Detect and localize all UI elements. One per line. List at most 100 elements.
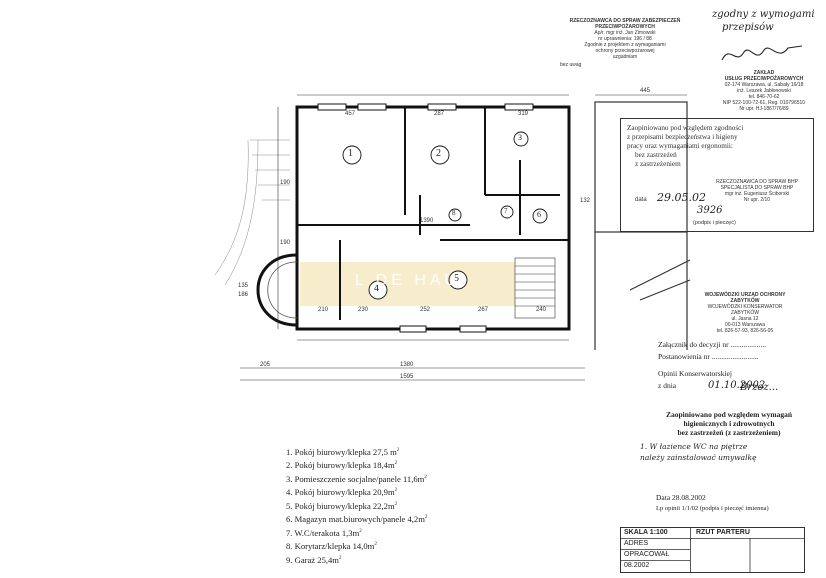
stamp-line: ZABYTKÓW [730,310,760,316]
room-number-8: 8 [452,209,456,217]
legend-item: 8. Korytarz/klepka 14,0m2 [286,539,427,552]
legend-number: 1. [286,446,293,457]
legend-number: 9. [286,554,293,565]
opinion-line: z przepisami bezpieczeństwa i higieny [627,133,738,141]
dim-label: 205 [260,362,271,368]
stamp-line: Nr upr. 2/10 [743,197,771,203]
legend-item: 6. Magazyn mat.biurowych/panele 4,2m2 [286,512,427,525]
sanitary-date: Data 28.08.2002 [656,493,706,502]
legend-sup: 2 [339,555,342,561]
decision-resolution: Postanowienia nr .......................… [658,352,759,361]
stamp-line: WOJEWÓDZKI KONSERWATOR [707,304,783,310]
legend-sup: 2 [394,461,398,467]
stamp-line: SPECJALISTA DO SPRAW BHP [720,185,794,191]
sanitary-note-line: 1. W łazience WC na piętrze [640,442,748,451]
specialist-stamp: RZECZOZNAWCA DO SPRAW BHP SPECJALISTA DO… [705,179,809,203]
stamp-line: WOJEWÓDZKI URZĄD OCHRONY [704,292,786,298]
stamp-line: Zgodnie z projektem z wymaganiami [584,42,666,48]
legend-sup: 2 [396,448,400,453]
legend-number: 4. [286,487,293,498]
legend-item: 9. Garaż 25,4m2 [286,553,427,566]
opinion-line: bez zastrzeżeń [635,151,677,159]
conservator-stamp: WOJEWÓDZKI URZĄD OCHRONY ZABYTKÓW WOJEWÓ… [690,292,800,334]
stamp-line: USŁUG PRZECIWPOŻAROWYCH [724,76,804,82]
legend-text: Pokój biurowy/klepka 22,2m [294,500,395,511]
room-number-5: 5 [454,273,459,284]
bhp-opinion-box: Zaopiniowano pod względem zgodności z pr… [620,118,814,232]
stamp-line: inż. Leszek Jabłonowski [737,88,791,94]
stamp-line: tel. 826-57-93, 826-56-05 [716,328,774,334]
legend-text: Magazyn mat.biurowych/panele 4,2m [294,514,425,525]
stamp-line: PRZECIWPOŻAROWYCH [595,24,655,30]
stamp-line: RZECZOZNAWCA DO SPRAW ZABEZPIECZEŃ [569,18,681,24]
handwritten-line: zgodny z wymogami [712,9,815,20]
stamp-line: 02-174 Warszawa, ul. Sabały 16/18 [724,82,804,88]
legend-number: 3. [286,473,293,484]
legend-item: 1. Pokój biurowy/klepka 27,5 m2 [286,445,427,458]
stamp-line: Nr upr. HJ-1867/76/89 [739,106,789,112]
dim-label: 132 [580,198,591,204]
stamp-footer: bez uwag [560,62,582,68]
stamp-line: ochrony przeciwpożarowej [595,48,655,54]
dim-label: 230 [358,307,369,313]
legend-item: 3. Pomieszczenie socjalne/panele 11,6m2 [286,472,427,485]
stamp-line: ZABYTKÓW [730,298,760,304]
signature-mark [721,45,803,61]
decision-date-value: 01.10.2002 [708,380,766,391]
legend-number: 2. [286,460,293,471]
opinion-data-label: data [635,197,647,203]
dimension-lines [240,94,687,381]
legend-sup: 2 [424,474,427,480]
stamp-line: NIP 522-100-72-61, Reg. 010796510 [722,100,806,106]
dim-label: 252 [420,307,431,313]
stamp-line: ZAKŁAD [753,70,775,76]
legend-item: 7. W.C/terakota 1,3m2 [286,526,427,539]
legend-number: 5. [286,500,293,511]
title-block-date: 08.2002 [624,562,650,569]
decision-signature: Brzoz... [740,382,779,393]
decision-date-label: z dnia [658,381,677,390]
dim-label: 186 [238,292,249,298]
title-block-scale: SKALA 1:100 [624,529,668,536]
sanitary-title-line: higienicznych i zdrowotnych [683,419,775,428]
decision-attachment: Załącznik do decyzji nr ................… [658,340,767,349]
legend-sup: 2 [374,542,377,548]
legend-text: Garaż 25,4m [294,554,339,565]
stairs [514,257,556,319]
lawn-hatch-left [214,139,290,286]
legend-text: Pokój biurowy/klepka 20,9m [294,487,395,498]
room-markers [342,131,548,300]
title-block: SKALA 1:100 RZUT PARTERU ADRES OPRACOWAŁ… [620,527,805,573]
sanitary-title-line: Zaopiniowano pod względem wymagań [665,410,793,419]
sanitary-note-line: należy zainstalować umywalkę [640,453,757,462]
legend-sup: 2 [394,501,398,507]
stamp-line: uzgadniam [612,54,638,60]
sanitary-title: Zaopiniowano pod względem wymagań higien… [640,410,818,437]
room-number-2: 2 [436,148,441,159]
opinion-sign-label: (podpis i pieczęć) [693,220,736,226]
room-number-1: 1 [348,148,353,159]
dim-label: 267 [478,307,489,313]
legend-sup: 2 [424,515,428,521]
watermark-band [300,262,515,306]
legend-item: 2. Pokój biurowy/klepka 18,4m2 [286,458,427,471]
legend-item: 4. Pokój biurowy/klepka 20,9m2 [286,485,427,498]
dim-label: 1595 [400,374,414,380]
legend-sup: 2 [394,488,398,494]
decision-conservator: Opinii Konserwatorskiej [658,369,732,378]
dim-label: 1380 [400,362,414,368]
handwritten-note: zgodny z wymogami przepisów [712,8,815,34]
legend-text: Korytarz/klepka 14,0m [294,541,375,552]
opinion-line: Zaopiniowano pod względem zgodności [627,124,744,132]
room-number-4: 4 [374,283,379,294]
room-legend: 1. Pokój biurowy/klepka 27,5 m2 2. Pokój… [286,445,427,566]
decision-date-row: z dnia 01.10.2002 [658,380,766,392]
legend-text: Pokój biurowy/klepka 27,5 m [294,446,397,457]
decision-block: Załącznik do decyzji nr ................… [658,339,766,392]
legend-text: Pomieszczenie socjalne/panele 11,6m [294,473,425,484]
room-number-7: 7 [504,207,508,215]
legend-item: 5. Pokój biurowy/klepka 22,2m2 [286,499,427,512]
room-number-3: 3 [518,133,522,142]
legend-number: 6. [286,514,293,525]
title-block-author: OPRACOWAŁ [624,551,670,558]
